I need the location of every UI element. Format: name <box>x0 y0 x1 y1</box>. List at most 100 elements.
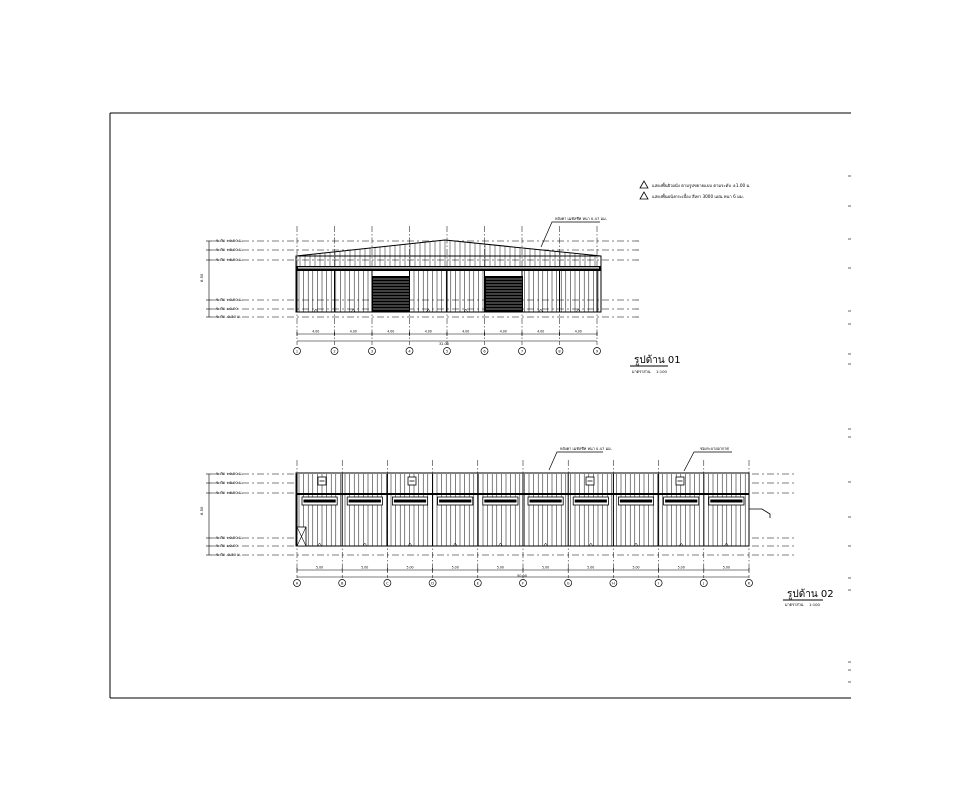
bay-dimension: 4.00 <box>387 330 394 334</box>
roof-callout-leader <box>548 451 603 471</box>
elevation-title: รูปด้าน 01 <box>634 354 681 366</box>
grid-label: 5 <box>446 349 448 353</box>
grid-bubble <box>564 579 573 587</box>
grid-bubble <box>405 347 414 355</box>
level-label: ระดับ -0.30 ม. <box>216 314 241 319</box>
roof-ribs <box>299 240 596 266</box>
level-label: ระดับ +6.50 ม. <box>216 490 243 495</box>
section-mark <box>588 542 594 547</box>
bay-dimension: 5.00 <box>587 566 594 570</box>
section-mark <box>723 542 729 547</box>
scale-label: มาตราส่วน <box>785 602 804 607</box>
roof-callout: หลังคา เมทัลชีท หนา 0.47 มม. <box>555 216 607 221</box>
bay-dimension: 4.00 <box>462 330 469 334</box>
bay-dimension: 5.00 <box>632 566 639 570</box>
grid-label: B <box>341 581 344 585</box>
wall-cladding-ribs <box>296 271 599 313</box>
gable-roof <box>295 239 602 257</box>
level-label: ระดับ +6.50 ม. <box>216 257 243 262</box>
grid-label: 6 <box>483 349 486 353</box>
window-glass <box>303 499 336 503</box>
window-glass <box>484 499 517 503</box>
grid-bubble <box>519 579 527 587</box>
level-label: ระดับ ±0.00 <box>216 543 238 548</box>
title-block-ticks <box>848 175 851 683</box>
grid-label: 1 <box>296 349 298 353</box>
scale-label: มาตราส่วน <box>632 369 651 374</box>
canopy-bracket <box>749 508 771 518</box>
window-glass <box>619 499 653 503</box>
section-mark <box>407 542 413 547</box>
section-mark <box>678 542 684 547</box>
grid-bubble <box>699 579 708 587</box>
grid-bubble <box>338 579 347 587</box>
height-dimension: 6.50 <box>199 273 204 282</box>
grid-label: J <box>702 581 704 585</box>
general-notes: แสดงพื้นผิวผนัง ตามรูปขยายแบบ ตามระดับ ±… <box>639 180 751 200</box>
scale-value: 1:100 <box>656 369 668 374</box>
elevation-title: รูปด้าน 02 <box>787 588 834 600</box>
section-mark <box>452 542 458 547</box>
section-mark <box>317 542 323 547</box>
bay-dimension: 5.00 <box>316 566 323 570</box>
grid-label: E <box>477 581 480 585</box>
window-glass <box>393 499 427 503</box>
height-dimension: 6.50 <box>199 506 204 515</box>
section-mark <box>362 542 368 547</box>
bay-dimension: 5.00 <box>723 566 730 570</box>
elevation-01: ระดับ +9.50 ม. ระดับ +8.00 ม. ระดับ +6.5… <box>199 216 681 374</box>
bay-dimension: 5.00 <box>452 566 459 570</box>
grid-bubble <box>293 579 301 587</box>
grid-bubble <box>368 347 376 355</box>
window-glass <box>574 499 607 503</box>
grid-bubble <box>330 347 339 355</box>
bay-dimension: 5.00 <box>406 566 413 570</box>
scale-value: 1:100 <box>809 602 821 607</box>
bay-dimension: 4.00 <box>425 330 432 334</box>
window-glass <box>439 499 472 503</box>
eave-band <box>296 493 749 495</box>
roller-shutter-door-2 <box>485 276 523 312</box>
bay-dimension: 5.00 <box>497 566 504 570</box>
bay-dimension: 4.00 <box>575 330 582 334</box>
bay-dimension: 5.00 <box>678 566 685 570</box>
grid-label: 8 <box>558 349 561 353</box>
section-mark <box>543 542 549 547</box>
grid-bubble <box>745 579 753 587</box>
grid-bubble <box>383 579 392 587</box>
level-label: ระดับ -0.30 ม. <box>216 552 241 557</box>
grid-label: 9 <box>596 349 599 353</box>
grid-bubble <box>443 347 451 355</box>
grid-label: 2 <box>333 349 335 353</box>
grid-label: D <box>431 581 434 585</box>
section-mark <box>538 308 544 313</box>
level-label: ระดับ +9.50 ม. <box>216 238 243 243</box>
total-dimension: 32.00 <box>439 342 449 346</box>
roof-callout: หลังคา เมทัลชีท หนา 0.47 มม. <box>560 446 612 451</box>
bay-dimension: 4.00 <box>500 330 507 334</box>
side-door <box>296 526 307 547</box>
sheet-frame <box>109 112 851 699</box>
grid-bubble <box>518 347 526 355</box>
section-mark <box>633 542 639 547</box>
bay-dimension: 5.00 <box>542 566 549 570</box>
level-labels: ระดับ +9.50 ม. ระดับ +8.00 ม. ระดับ +6.5… <box>216 238 243 319</box>
section-mark <box>313 308 319 313</box>
bay-dimension: 4.00 <box>312 330 319 334</box>
roof-callout-leader <box>540 221 600 248</box>
warning-triangle-icon <box>639 191 649 200</box>
grid-label: F <box>522 581 524 585</box>
grid-label: C <box>386 581 389 585</box>
clerestory-windows <box>301 496 745 506</box>
elevation-02: ระดับ +9.50 ม. ระดับ +8.00 ม. ระดับ +6.5… <box>199 446 834 607</box>
level-label: ระดับ +9.50 ม. <box>216 471 243 476</box>
grid-label: 3 <box>371 349 373 353</box>
level-labels: ระดับ +9.50 ม. ระดับ +8.00 ม. ระดับ +6.5… <box>216 471 243 557</box>
grid-label: I <box>658 581 659 585</box>
grid-bubble <box>428 579 437 587</box>
grid-label: G <box>567 581 570 585</box>
